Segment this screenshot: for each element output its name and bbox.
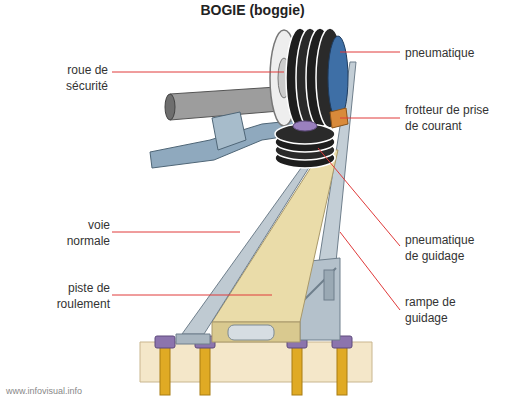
bolt-rod	[337, 345, 347, 395]
leader-line	[112, 295, 272, 296]
anchor-bolts	[155, 336, 352, 395]
watermark: www.infovisual.info	[6, 386, 82, 396]
arm-bracket	[212, 112, 246, 150]
leader-line	[112, 72, 284, 73]
part-label: rampe de guidage	[405, 294, 480, 326]
bolt-rod	[200, 345, 210, 395]
diagram-title: BOGIE (boggie)	[0, 2, 505, 18]
part-label: pneumatique	[405, 45, 500, 61]
track-joint-plate	[228, 325, 274, 340]
running-track-face	[212, 322, 300, 342]
rail-foot	[176, 334, 210, 344]
bolt-rod	[160, 345, 170, 395]
normal-rail	[182, 150, 320, 334]
part-label: piste de roulement	[45, 280, 110, 312]
leader-line	[112, 232, 240, 233]
tire-rim	[328, 36, 348, 120]
leader-line	[340, 118, 400, 119]
main-tire	[286, 28, 348, 128]
part-label: pneumatique de guidage	[405, 232, 485, 264]
leader-line	[340, 232, 400, 310]
bolt-rod	[292, 345, 302, 395]
running-track-top	[212, 150, 338, 322]
ramp-bolt-plate	[324, 270, 334, 300]
part-label: frotteur de prise de courant	[405, 102, 503, 134]
part-label: roue de sécurité	[48, 62, 108, 94]
leader-line	[318, 148, 400, 246]
leader-line	[340, 52, 400, 53]
bolt-nut	[155, 336, 175, 348]
axle-end	[165, 94, 175, 120]
guide-tire-hub	[293, 121, 317, 131]
guide-tire	[275, 121, 335, 168]
leader-lines	[112, 52, 400, 310]
part-label: voie normale	[55, 217, 110, 249]
